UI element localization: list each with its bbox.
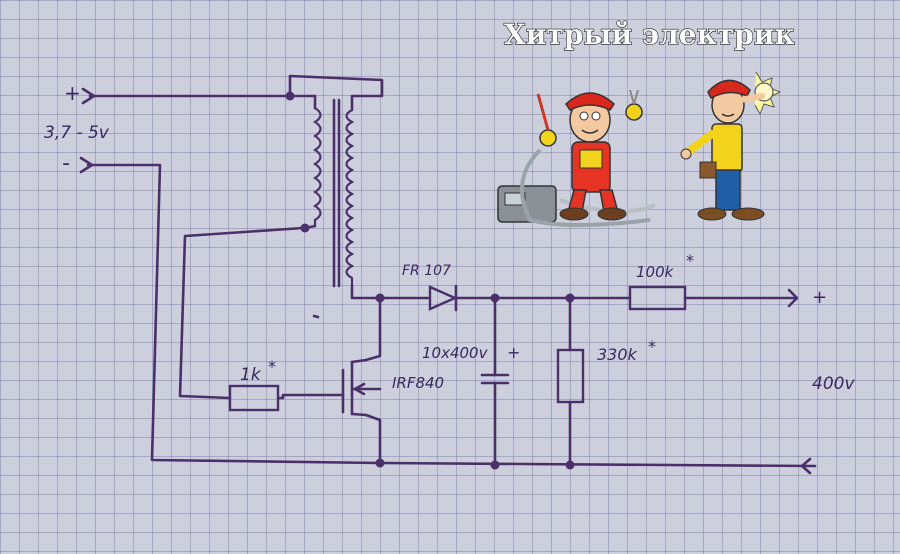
junction-dot [285, 91, 295, 101]
wire-ground-output [378, 461, 817, 468]
wire-transformer-top [288, 74, 384, 98]
junction-dot [300, 223, 310, 233]
cartoon-electrician-with-tester [497, 89, 656, 227]
watermark-title: Хитрый электрик [504, 18, 795, 51]
label-resistor-1k-star: * [268, 357, 276, 376]
resistor-330k [556, 348, 585, 404]
cartoon-electrician-with-bulb [680, 71, 782, 221]
junction-dot [565, 293, 575, 303]
junction-dot [490, 293, 500, 303]
mosfet-irf840 [341, 358, 382, 417]
transformer-primary-coil [312, 107, 322, 226]
wire-gate-loop [178, 226, 305, 400]
label-resistor-330k: 330k [597, 345, 638, 364]
label-input-voltage: 3,7 - 5v [44, 123, 110, 143]
label-input-plus: + [64, 81, 81, 105]
label-mosfet: IRF840 [392, 374, 444, 392]
resistor-100k [628, 285, 687, 311]
diode-fr107 [428, 284, 458, 312]
wire-resistor-1k-right [276, 393, 345, 400]
arrow-plus-output [787, 288, 799, 308]
arrow-minus-input [79, 156, 94, 174]
pencil-mark [312, 314, 320, 319]
junction-dot [490, 460, 500, 470]
label-output-plus: + [812, 287, 827, 308]
resistor-1k [228, 384, 280, 412]
label-input-minus: - [62, 151, 70, 176]
junction-dot [375, 293, 385, 303]
label-resistor-100k: 100k [636, 263, 675, 281]
label-capacitor-plus: + [507, 343, 520, 362]
label-resistor-100k-star: * [686, 251, 694, 270]
junction-dot [375, 458, 385, 468]
arrow-ground-output [800, 457, 812, 475]
capacitor-10x400v [480, 373, 510, 385]
label-output-voltage: 400v [812, 374, 855, 394]
label-capacitor: 10x400v [422, 344, 489, 362]
transformer-secondary-coil [345, 109, 355, 286]
label-resistor-330k-star: * [648, 337, 656, 356]
label-diode: FR 107 [402, 263, 451, 279]
wire-drain [364, 296, 382, 362]
wire-secondary-bottom [350, 284, 382, 300]
wire-minus-input [86, 163, 382, 465]
junction-dot [565, 460, 575, 470]
label-resistor-1k: 1k [240, 365, 262, 385]
arrow-plus-input [81, 87, 96, 105]
wire-source [364, 413, 382, 465]
